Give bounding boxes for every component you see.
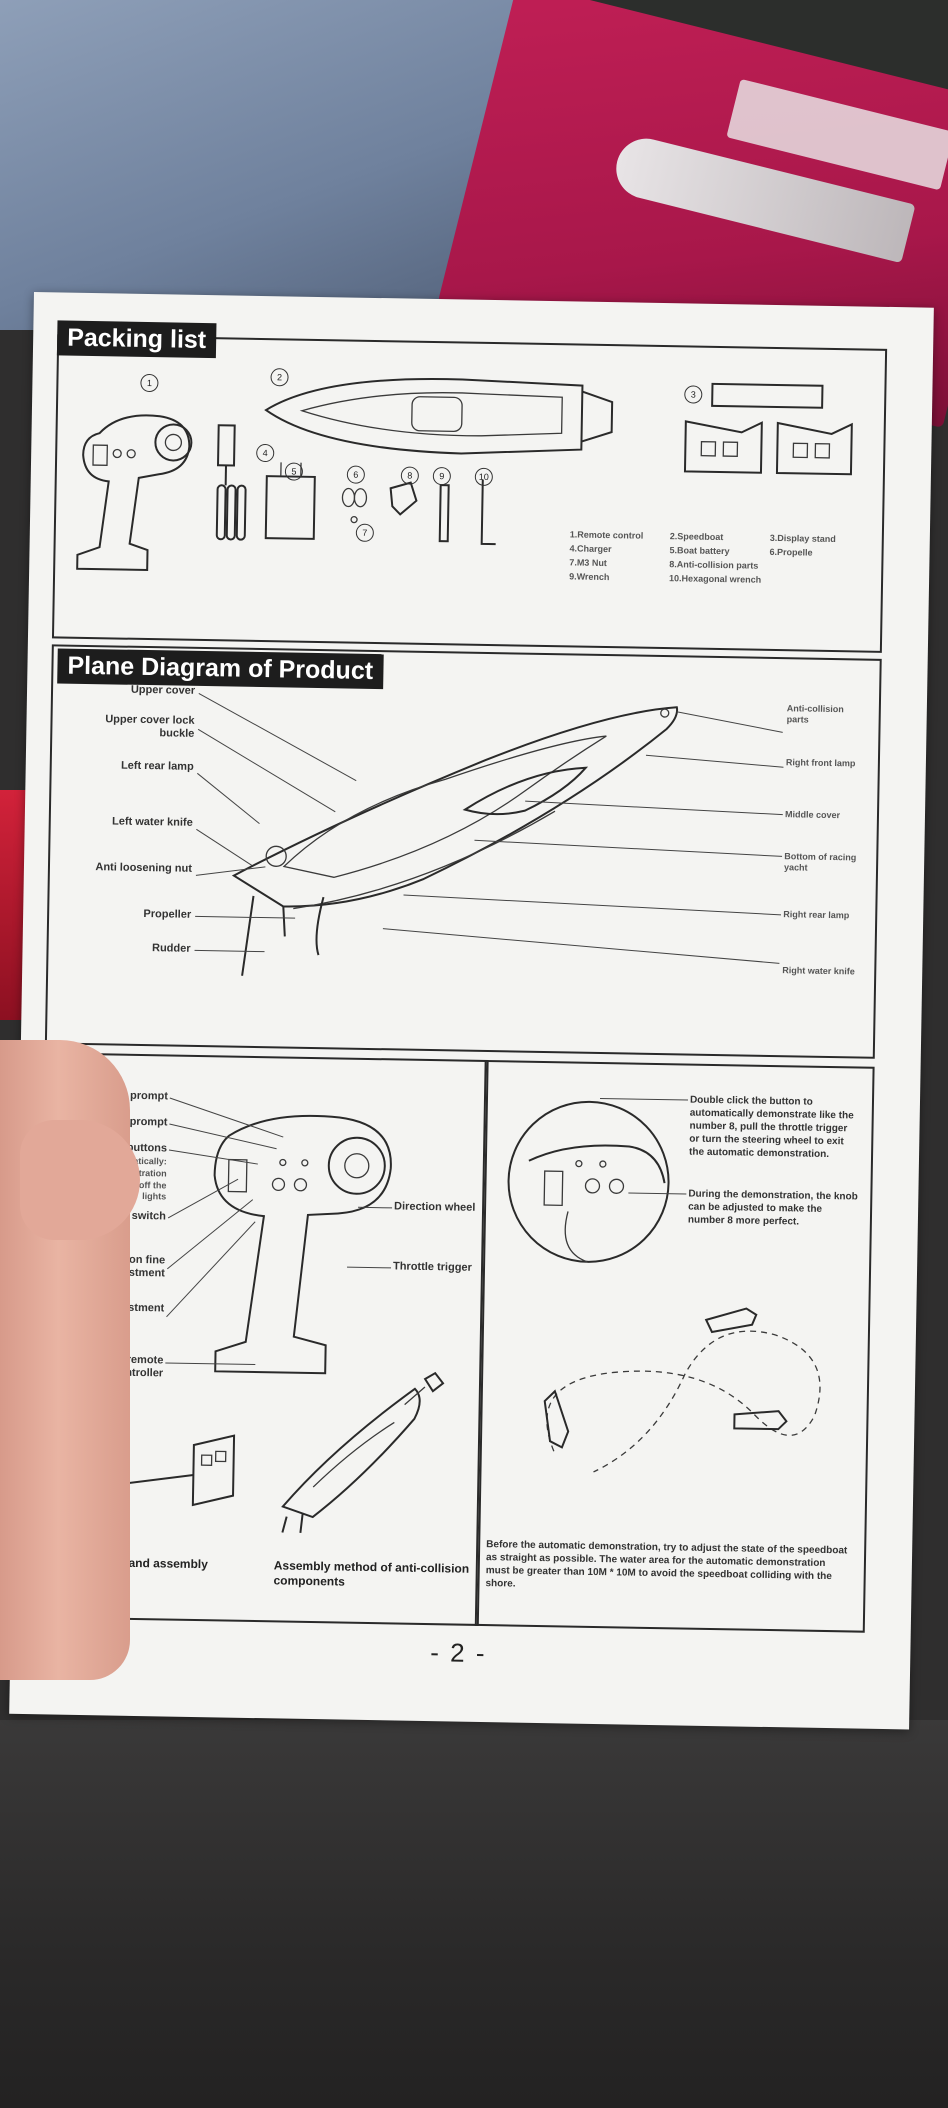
page-number: - 2 -: [430, 1637, 487, 1669]
legend-speedboat: 2.Speedboat: [669, 531, 724, 543]
legend-wrench: 9.Wrench: [569, 571, 610, 583]
legend-m3-nut: 7.M3 Nut: [569, 557, 607, 569]
label-direction-wheel: Direction wheel: [393, 1200, 476, 1214]
small-parts-drawing: [264, 462, 496, 546]
legend-remote-control: 1.Remote control: [569, 529, 644, 541]
manual-page: Packing list 1 4 2 5 6 7 8 9 10: [9, 292, 934, 1730]
speedboat-side-view-drawing: [231, 706, 679, 976]
legend-boat-battery: 5.Boat battery: [669, 545, 730, 557]
label-left-rear-lamp: Left rear lamp: [120, 759, 194, 773]
label-right-water-knife: Right water knife: [782, 965, 855, 977]
charger-battery-drawing: [215, 424, 247, 541]
demo-note-1: Double click the button to automatically…: [688, 1094, 854, 1161]
label-middle-cover: Middle cover: [784, 809, 841, 821]
label-right-front-lamp: Right front lamp: [785, 757, 856, 769]
legend-anti-collision: 8.Anti-collision parts: [669, 559, 759, 571]
label-upper-cover-lock: Upper cover lock buckle: [105, 713, 195, 740]
label-upper-cover: Upper cover: [130, 683, 196, 697]
demo-note-2: During the demonstration, the knob can b…: [687, 1188, 858, 1228]
remote-control-drawing: [76, 414, 193, 572]
background-lap: [0, 1720, 948, 2108]
remote-zoom-circle-drawing: [507, 1100, 670, 1263]
label-left-water-knife: Left water knife: [111, 815, 193, 829]
label-anti-collision-parts: Anti-collision parts: [786, 703, 844, 725]
hand-finger: [20, 1120, 140, 1240]
legend-display-stand: 3.Display stand: [769, 532, 836, 545]
label-bottom-racing-yacht: Bottom of racing yacht: [783, 851, 857, 873]
remote-detail-drawing: [213, 1114, 392, 1375]
label-rudder: Rudder: [151, 942, 191, 955]
label-assembly-anti: Assembly method of anti-collision compon…: [273, 1558, 470, 1589]
legend-hex-wrench: 10.Hexagonal wrench: [669, 573, 762, 585]
label-propeller: Propeller: [143, 908, 192, 921]
label-throttle-trigger: Throttle trigger: [392, 1260, 472, 1274]
packing-list-title: Packing list: [56, 320, 217, 359]
demo-bottom-note: Before the automatic demonstration, try …: [485, 1539, 848, 1590]
display-stand-drawing: [683, 382, 853, 476]
speedboat-top-view-drawing: [264, 378, 614, 455]
label-right-rear-lamp: Right rear lamp: [783, 909, 850, 921]
anti-collision-assembly-drawing: [281, 1371, 445, 1533]
legend-charger: 4.Charger: [569, 543, 612, 555]
legend-propelle: 6.Propelle: [769, 546, 813, 558]
label-anti-loosening-nut: Anti loosening nut: [95, 861, 193, 875]
figure-eight-path-drawing: [543, 1307, 821, 1473]
